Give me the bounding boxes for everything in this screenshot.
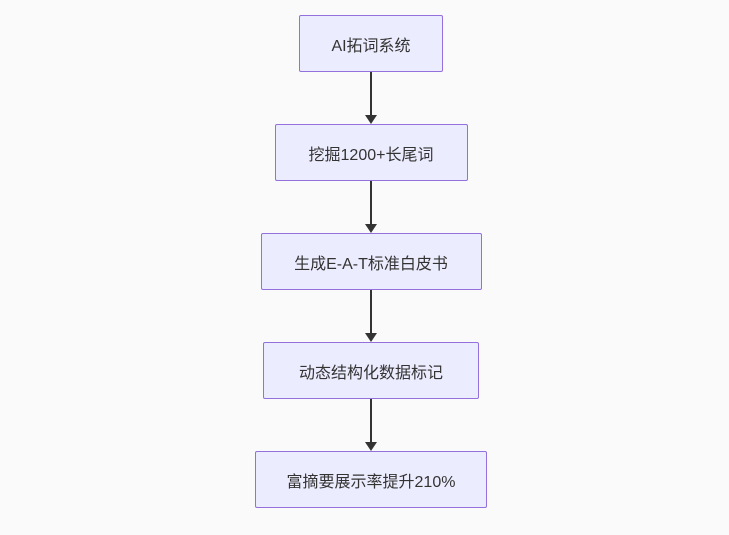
arrowhead-down-icon [365, 115, 377, 124]
arrowhead-down-icon [365, 333, 377, 342]
arrow-line [370, 290, 372, 333]
flow-arrow [365, 72, 377, 124]
flow-node-label: 富摘要展示率提升210% [286, 473, 456, 491]
flow-node-label: 生成E-A-T标准白皮书 [294, 255, 448, 273]
flow-node-label: AI拓词系统 [331, 37, 411, 55]
arrow-line [370, 72, 372, 115]
flow-arrow [365, 399, 377, 451]
flow-node-eat-whitepaper: 生成E-A-T标准白皮书 [260, 233, 482, 290]
arrow-line [370, 399, 372, 442]
flow-node-ai-keyword-system: AI拓词系统 [299, 15, 443, 72]
flow-node-rich-snippet-rate: 富摘要展示率提升210% [255, 451, 487, 508]
flow-arrow [365, 290, 377, 342]
flowchart: AI拓词系统 挖掘1200+长尾词 生成E-A-T标准白皮书 动态结构化数据标记… [255, 15, 487, 508]
flow-node-label: 动态结构化数据标记 [298, 364, 443, 382]
arrowhead-down-icon [365, 442, 377, 451]
flow-arrow [365, 181, 377, 233]
arrow-line [370, 181, 372, 224]
flow-node-label: 挖掘1200+长尾词 [308, 146, 434, 164]
arrowhead-down-icon [365, 224, 377, 233]
flow-node-longtail-mining: 挖掘1200+长尾词 [274, 124, 468, 181]
flow-node-structured-data-markup: 动态结构化数据标记 [263, 342, 479, 399]
